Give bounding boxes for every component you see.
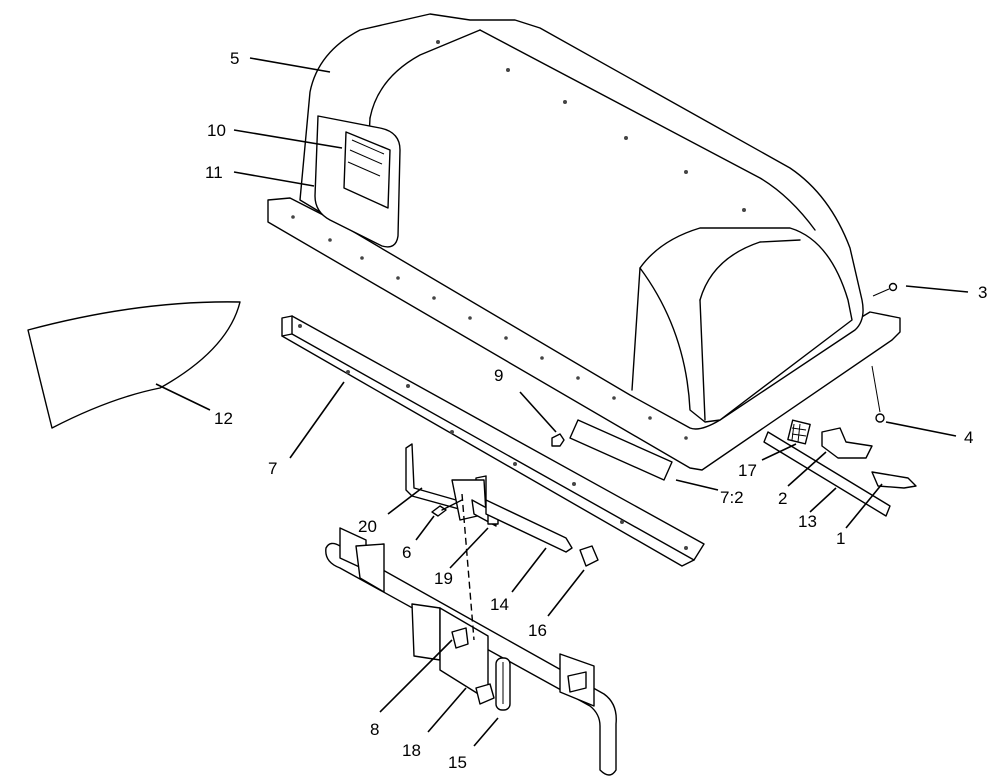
callout-labels: 5 10 11 3 4 9 12 7 7:2 17 2 13 1 20 6 19…	[205, 49, 987, 772]
rod-part-14	[485, 499, 573, 553]
callout-7-2: 7:2	[720, 488, 744, 507]
callout-3: 3	[978, 283, 987, 302]
callout-19: 19	[434, 569, 453, 588]
leader-7	[289, 381, 345, 459]
leader-13	[155, 383, 211, 411]
nut-part-9	[551, 433, 565, 447]
leader-lines	[155, 57, 969, 747]
leader-4	[885, 421, 957, 437]
callout-6: 6	[402, 543, 411, 562]
bracket-part-20	[405, 443, 487, 513]
callout-15: 15	[448, 753, 467, 772]
leader-3	[905, 285, 969, 293]
leader-14	[511, 547, 547, 593]
callout-10: 10	[207, 121, 226, 140]
callout-14: 14	[490, 595, 509, 614]
callout-12: 13	[798, 512, 817, 531]
leader-7-2	[675, 479, 719, 491]
leader-17	[761, 443, 797, 461]
flange-holes	[291, 40, 746, 440]
leader-20	[387, 487, 423, 515]
callout-20: 20	[358, 517, 377, 536]
leader-1	[845, 483, 883, 529]
callout-13: 12	[214, 409, 233, 428]
callout-1: 1	[836, 529, 845, 548]
mounting-rail-part-7	[281, 315, 705, 567]
leader-11	[233, 171, 315, 187]
spacer-part-16	[579, 545, 599, 567]
leader-9	[519, 391, 557, 433]
hood-cover-part-5	[267, 13, 901, 471]
callout-11: 11	[205, 163, 223, 182]
callout-4: 4	[964, 428, 973, 447]
callout-18: 18	[402, 741, 421, 760]
strip-part-7-2	[569, 419, 673, 481]
curved-deflector-part-13	[27, 301, 241, 429]
handle-frame-assembly	[325, 527, 617, 776]
leader-6	[415, 515, 435, 541]
callout-5: 5	[230, 49, 239, 68]
bolt-part-6	[431, 499, 463, 517]
screw-part-3	[872, 282, 898, 297]
leader-5	[249, 57, 331, 73]
leader-16	[547, 569, 585, 617]
leader-18	[427, 687, 467, 733]
leader-15	[473, 717, 499, 747]
leader-8	[379, 639, 453, 713]
leader-10	[233, 129, 343, 149]
leader-12	[809, 487, 837, 513]
assembly-dash-line	[461, 493, 475, 641]
callout-8: 8	[370, 720, 379, 739]
callout-16: 16	[528, 621, 547, 640]
leader-19	[449, 527, 489, 569]
callout-7: 7	[268, 459, 277, 478]
callout-9: 9	[494, 366, 503, 385]
latch-assembly	[763, 419, 917, 517]
callout-17: 17	[738, 461, 757, 480]
callout-2: 2	[778, 489, 787, 508]
leader-2	[787, 451, 827, 487]
washer-part-4	[871, 365, 885, 423]
